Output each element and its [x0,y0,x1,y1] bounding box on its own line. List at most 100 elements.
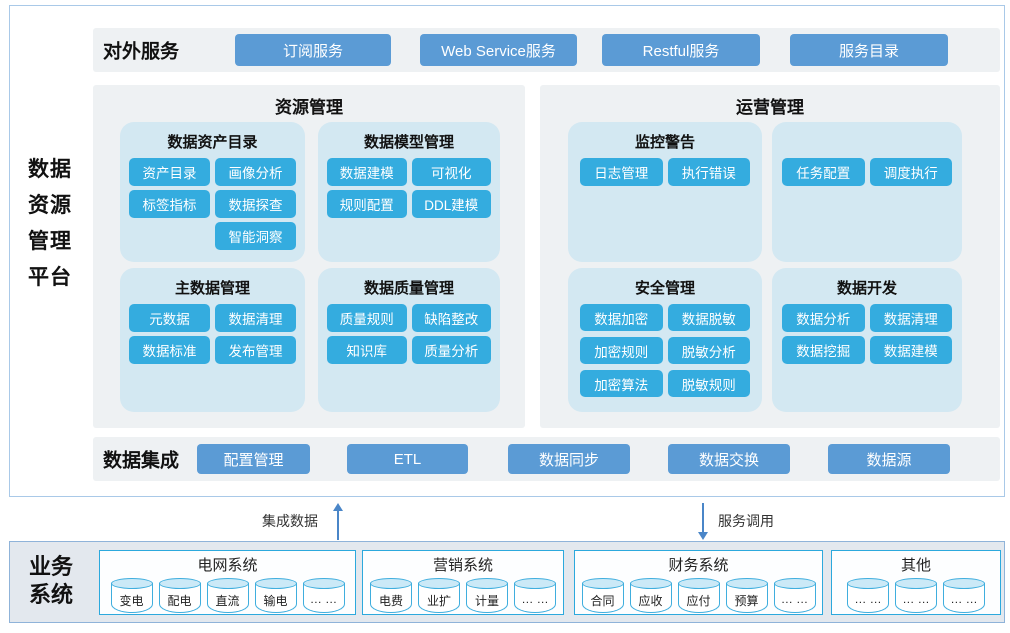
feature-chip[interactable]: 数据建模 [327,158,407,186]
section-data-asset-catalog: 数据资产目录 资产目录 画像分析 标签指标 数据探查 智能洞察 [120,122,305,262]
feature-chip[interactable]: 数据加密 [580,304,663,331]
platform-title: 数据 资源 管理 平台 [28,152,72,296]
feature-chip[interactable]: 标签指标 [129,190,210,218]
feature-chip[interactable]: 数据脱敏 [667,304,750,331]
database-label: … … [309,592,338,606]
database-label: 变电 [119,594,144,608]
section-title: 安全管理 [634,280,695,297]
up-arrow-icon [331,503,345,540]
feature-chip[interactable]: 加密规则 [580,337,663,364]
platform-title-line: 资源 [28,194,72,217]
feature-chip[interactable]: 画像分析 [215,158,296,186]
feature-chip[interactable]: 可视化 [411,158,491,186]
operation-panel-title: 运营管理 [736,98,804,117]
feature-chip[interactable]: 日志管理 [580,158,663,186]
business-systems-band: 业务 系统 电网系统 变电 配电 直流 输电 … … 营销系统 电费 业扩 计量… [9,541,1005,623]
feature-chip[interactable]: 数据探查 [215,190,296,218]
database-label: 应收 [638,594,663,608]
feature-chip[interactable]: 发布管理 [215,336,296,364]
service-button-catalog[interactable]: 服务目录 [790,34,948,66]
database-label: 业扩 [426,594,451,608]
service-button-restful[interactable]: Restful服务 [602,34,760,66]
data-integration-label: 数据集成 [103,450,180,472]
section-title: 数据资产目录 [167,134,258,151]
integration-button-exchange[interactable]: 数据交换 [668,444,790,474]
database-label: 合同 [590,594,615,608]
feature-chip[interactable]: 数据建模 [869,336,952,364]
feature-chip[interactable]: 脱敏分析 [667,337,750,364]
database-label: … … [854,592,882,606]
platform-title-line: 管理 [28,230,72,253]
system-title: 财务系统 [668,557,729,574]
feature-chip[interactable]: 质量规则 [327,304,407,332]
system-box-marketing: 营销系统 电费 业扩 计量 … … [362,550,564,615]
data-integration-band: 数据集成 配置管理 ETL 数据同步 数据交换 数据源 [93,437,1000,481]
database-icon: … … [514,578,556,614]
section-data-development: 数据开发 数据分析 数据清理 数据挖掘 数据建模 [772,268,962,412]
feature-chip[interactable]: 脱敏规则 [667,370,750,397]
database-icon: 配电 [158,578,201,614]
feature-chip[interactable]: 规则配置 [327,190,407,218]
section-master-data-management: 主数据管理 元数据 数据清理 数据标准 发布管理 [120,268,305,412]
feature-chip[interactable]: DDL建模 [411,190,491,218]
integration-button-etl[interactable]: ETL [347,444,468,474]
database-label: 应付 [686,594,711,608]
feature-chip[interactable]: 元数据 [129,304,210,332]
section-monitor-alert: 监控警告 日志管理 执行错误 [568,122,762,262]
system-box-other: 其他 … … … … … … [831,550,1001,615]
database-icon: 业扩 [418,578,460,614]
service-button-webservice[interactable]: Web Service服务 [420,34,577,66]
resource-panel-title: 资源管理 [275,98,343,117]
business-systems-label-line: 业务 [29,554,74,579]
down-arrow-icon [696,503,710,540]
platform-title-line: 数据 [28,158,72,181]
database-label: 直流 [215,594,240,608]
integration-button-source[interactable]: 数据源 [828,444,950,474]
database-icon: 直流 [206,578,249,614]
feature-chip[interactable]: 数据清理 [869,304,952,332]
feature-chip[interactable]: 调度执行 [869,158,952,186]
database-icon: … … [302,578,345,614]
feature-chip[interactable]: 任务配置 [782,158,865,186]
feature-chip[interactable]: 加密算法 [580,370,663,397]
feature-chip[interactable]: 知识库 [327,336,407,364]
database-label: … … [902,592,930,606]
service-button-subscribe[interactable]: 订阅服务 [235,34,391,66]
database-icon: 合同 [581,578,624,614]
section-data-quality-management: 数据质量管理 质量规则 缺陷整改 知识库 质量分析 [318,268,500,412]
integration-button-config[interactable]: 配置管理 [197,444,310,474]
system-box-finance: 财务系统 合同 应收 应付 预算 … … [574,550,823,615]
database-label: 预算 [734,594,759,608]
database-label: 电费 [378,594,403,608]
database-icon: 预算 [725,578,768,614]
database-icon: 应付 [677,578,720,614]
feature-chip[interactable]: 缺陷整改 [411,304,491,332]
database-label: … … [950,592,978,606]
section-task-scheduling: 任务配置 调度执行 [772,122,962,262]
feature-chip[interactable]: 数据分析 [782,304,865,332]
feature-chip[interactable]: 资产目录 [129,158,210,186]
database-icon: 电费 [370,578,412,614]
database-icon: 输电 [254,578,297,614]
feature-chip[interactable]: 数据清理 [215,304,296,332]
integration-button-sync[interactable]: 数据同步 [508,444,630,474]
feature-chip[interactable]: 数据标准 [129,336,210,364]
platform-title-line: 平台 [28,266,72,289]
database-icon: 计量 [466,578,508,614]
feature-chip[interactable]: 智能洞察 [215,222,296,250]
feature-chip[interactable]: 质量分析 [411,336,491,364]
feature-chip[interactable]: 执行错误 [667,158,750,186]
database-label: … … [780,592,809,606]
section-title: 数据质量管理 [363,280,454,297]
integrate-data-flow-label: 集成数据 [262,513,318,529]
business-systems-label: 业务 系统 [29,553,73,609]
section-data-model-management: 数据模型管理 数据建模 可视化 规则配置 DDL建模 [318,122,500,262]
operation-management-panel: 运营管理 监控警告 日志管理 执行错误 任务配置 调度执行 安全管理 数据加密 … [540,85,1000,428]
section-title: 监控警告 [634,134,695,151]
feature-chip[interactable]: 数据挖掘 [782,336,865,364]
database-label: … … [521,592,549,606]
database-label: 配电 [167,594,192,608]
section-title: 主数据管理 [174,280,250,297]
service-call-flow-label: 服务调用 [718,513,774,529]
